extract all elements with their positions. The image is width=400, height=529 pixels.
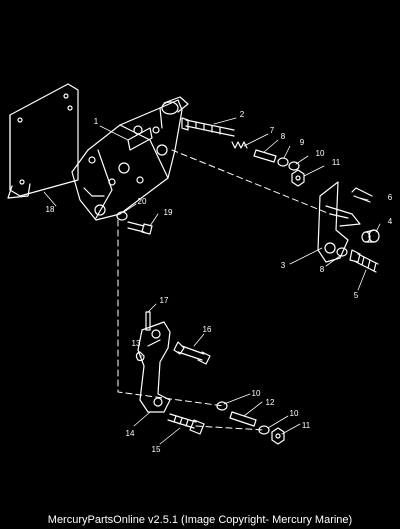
callout-8-lower: 8 [320,265,325,274]
callout-4: 4 [388,217,393,226]
bolt-part [349,249,379,273]
callout-18: 18 [46,205,55,214]
long-bolt-part [181,117,235,137]
callout-20: 20 [138,197,147,206]
callout-10-mid: 10 [252,389,261,398]
pin-part [253,149,277,163]
leader-lines [43,117,381,445]
callout-17: 17 [160,296,169,305]
callout-10-lower: 10 [290,409,299,418]
cotter-pin-part [351,187,373,203]
washer-part [336,247,348,257]
callout-11-lower: 11 [302,421,311,430]
bushing-part [361,229,380,243]
callout-19: 19 [164,208,173,217]
callout-2: 2 [240,110,245,119]
callout-10: 10 [316,149,325,158]
callout-1: 1 [94,117,99,126]
callout-14: 14 [126,429,135,438]
callout-5: 5 [354,291,359,300]
callout-15: 15 [152,445,161,454]
parts-diagram: 1 2 3 4 5 6 7 8 8 9 10 10 10 11 11 12 13… [7,83,393,454]
spring-part [231,141,248,149]
alignment-lines [117,149,331,431]
washer-part [216,401,228,411]
bolt-part [127,221,153,235]
copyright-footer: MercuryPartsOnline v2.5.1 (Image Copyrig… [47,514,353,526]
bolt-part [167,413,205,435]
main-bracket-part [71,96,189,221]
link-arm-part [137,321,171,413]
callout-11: 11 [332,158,341,167]
callout-16: 16 [203,325,212,334]
callout-9: 9 [300,138,305,147]
nut-part [271,427,285,445]
callout-12: 12 [266,398,275,407]
washer-part [277,157,289,167]
pin-part [145,311,151,331]
callout-7: 7 [270,126,275,135]
mounting-plate-part [7,83,79,199]
lever-part [317,181,361,263]
callout-8: 8 [281,132,286,141]
callout-6: 6 [388,193,393,202]
nut-part [291,169,305,187]
pin-part [229,411,257,427]
washer-part [288,161,300,171]
callout-13: 13 [132,339,141,348]
callout-3: 3 [281,261,286,270]
clip-part [135,351,145,362]
bolt-part [173,341,211,365]
washer-part [116,211,128,221]
